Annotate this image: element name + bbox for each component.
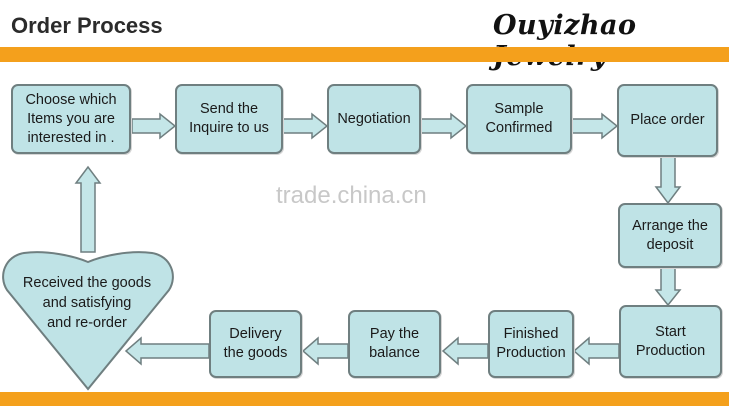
arrow-step11-to-step1 <box>74 165 102 253</box>
step-sample-confirmed: Sample Confirmed <box>466 84 572 154</box>
arrow-step6-to-step7 <box>654 267 682 307</box>
step-delivery: Delivery the goods <box>209 310 302 378</box>
arrow-step1-to-step2 <box>131 112 177 140</box>
step-received-goods: Received the goods and satisfying and re… <box>22 275 152 331</box>
heart-shape <box>2 251 174 391</box>
step-arrange-deposit: Arrange the deposit <box>618 203 722 268</box>
step-start-production: Start Production <box>619 305 722 378</box>
top-accent-bar <box>0 47 729 62</box>
step-place-order: Place order <box>617 84 718 157</box>
step-finished-production: Finished Production <box>488 310 574 378</box>
arrow-step3-to-step4 <box>420 112 468 140</box>
step-send-inquiry: Send the Inquire to us <box>175 84 283 154</box>
arrow-step7-to-step8 <box>572 336 620 366</box>
step-negotiation: Negotiation <box>327 84 421 154</box>
bottom-accent-bar <box>0 392 729 406</box>
arrow-step9-to-step10 <box>301 336 349 366</box>
arrow-step10-to-step11 <box>124 336 210 366</box>
page-title: Order Process <box>11 13 163 38</box>
arrow-step4-to-step5 <box>571 112 619 140</box>
step-pay-balance: Pay the balance <box>348 310 441 378</box>
step-choose-items: Choose which Items you are interested in… <box>11 84 131 154</box>
watermark: trade.china.cn <box>276 182 427 209</box>
arrow-step5-to-step6 <box>654 156 682 205</box>
arrow-step8-to-step9 <box>441 336 489 366</box>
arrow-step2-to-step3 <box>282 112 329 140</box>
